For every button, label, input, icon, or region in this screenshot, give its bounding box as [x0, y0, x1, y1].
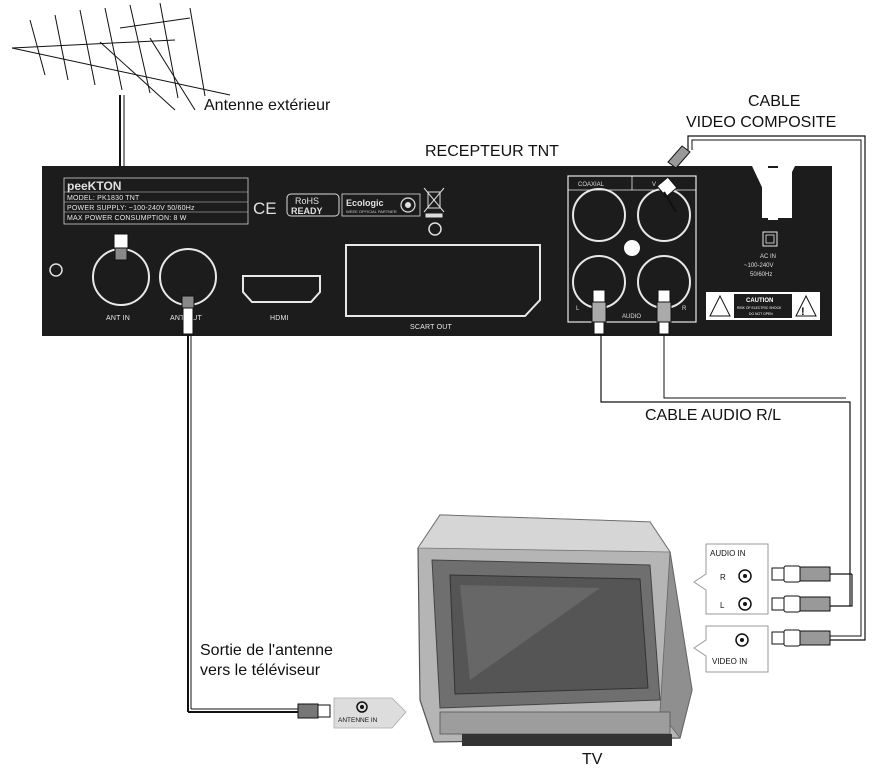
antenna-plug: [113, 233, 129, 261]
receiver-back-panel: [42, 166, 832, 336]
ant-in-label: ANT IN: [106, 315, 130, 322]
coaxial-label: COAXIAL: [578, 182, 605, 188]
ac-in-label: AC IN: [760, 254, 776, 260]
max-power-text: MAX POWER CONSUMPTION: 8 W: [67, 215, 187, 222]
ecologic-sub-text: WEEE OFFICIAL PARTNER: [346, 209, 397, 214]
coaxial-port: [572, 188, 626, 242]
audio-label: AUDIO: [622, 314, 641, 320]
ce-mark: CE: [253, 199, 277, 218]
tv-antenna-in-label: ANTENNE IN: [338, 717, 378, 724]
hdmi-port: HDMI: [242, 275, 321, 322]
video-port-label: V: [652, 182, 656, 188]
receiver-label: RECEPTEUR TNT: [425, 143, 559, 160]
brand-logo: peeKTON: [67, 179, 121, 193]
tv-audio-r-jack: [738, 569, 752, 583]
caution-label: ! CAUTION RISK OF ELECTRIC SHOCK DO NOT …: [706, 292, 820, 320]
weee-bin-icon: [423, 187, 445, 218]
tv-antenna-jack: [356, 701, 368, 713]
svg-text:!: !: [801, 306, 805, 318]
scart-port: SCART OUT: [345, 244, 541, 331]
rohs-ready-text: READY: [291, 206, 323, 216]
model-text: MODEL: PK1830 TNT: [67, 195, 140, 202]
tv-video-in-panel: VIDEO IN: [693, 625, 769, 673]
tv-video-jack: [735, 633, 749, 647]
rohs-badge: RoHS READY: [286, 193, 340, 217]
receiver-info-box: peeKTON MODEL: PK1830 TNT POWER SUPPLY: …: [63, 177, 249, 225]
sortie-label-1: Sortie de l'antenne: [200, 642, 333, 659]
rca-plug-video: [771, 629, 831, 647]
tv-audio-l-label: L: [720, 601, 725, 610]
caution-sub-1: RISK OF ELECTRIC SHOCK: [737, 306, 782, 310]
caution-sub-2: DO NOT OPEN: [749, 312, 773, 316]
power-supply-text: POWER SUPPLY: ~100-240V 50/60Hz: [67, 205, 195, 212]
rohs-text: RoHS: [295, 196, 319, 206]
audio-l-label: L: [576, 306, 580, 312]
tv-label: TV: [582, 751, 603, 768]
sortie-label-2: vers le téléviseur: [200, 662, 321, 679]
ac-freq-label: 50/60Hz: [750, 272, 772, 278]
scart-out-label: SCART OUT: [410, 324, 453, 331]
rca-plug-audio-l: [771, 595, 831, 613]
ecologic-text: Ecologic: [346, 198, 384, 208]
ac-voltage-label: ~100-240V: [744, 263, 774, 269]
composite-video-cable: [656, 135, 866, 641]
screw-hole-left-icon: [49, 263, 63, 277]
tv-video-in-label: VIDEO IN: [712, 657, 747, 666]
screw-hole-icon: [428, 222, 442, 236]
cable-audio-label: CABLE AUDIO R/L: [645, 407, 781, 424]
tv-antenna-cable: [181, 295, 331, 719]
caution-title: CAUTION: [746, 298, 773, 304]
cable-composite-label-1: CABLE: [748, 93, 800, 110]
tv-base: [462, 734, 672, 746]
tv-audio-l-jack: [738, 597, 752, 611]
tv-audio-in-panel: AUDIO IN R L: [693, 543, 769, 615]
audio-r-label: R: [682, 306, 687, 312]
tv-set: [417, 514, 693, 746]
antenna-label: Antenne extérieur: [204, 97, 331, 114]
cable-composite-label-2: VIDEO COMPOSITE: [686, 114, 836, 131]
center-dot: [624, 240, 640, 256]
audio-cables: [591, 289, 853, 607]
power-notch-fill: [762, 168, 792, 218]
rca-plug-audio-r: [771, 565, 831, 583]
ac-in-socket: [762, 231, 778, 247]
ecologic-badge: Ecologic WEEE OFFICIAL PARTNER: [341, 193, 421, 217]
tv-antenna-in-panel: ANTENNE IN: [333, 697, 407, 729]
tv-audio-in-label: AUDIO IN: [710, 549, 746, 558]
tv-audio-r-label: R: [720, 573, 726, 582]
hdmi-label: HDMI: [270, 315, 289, 322]
